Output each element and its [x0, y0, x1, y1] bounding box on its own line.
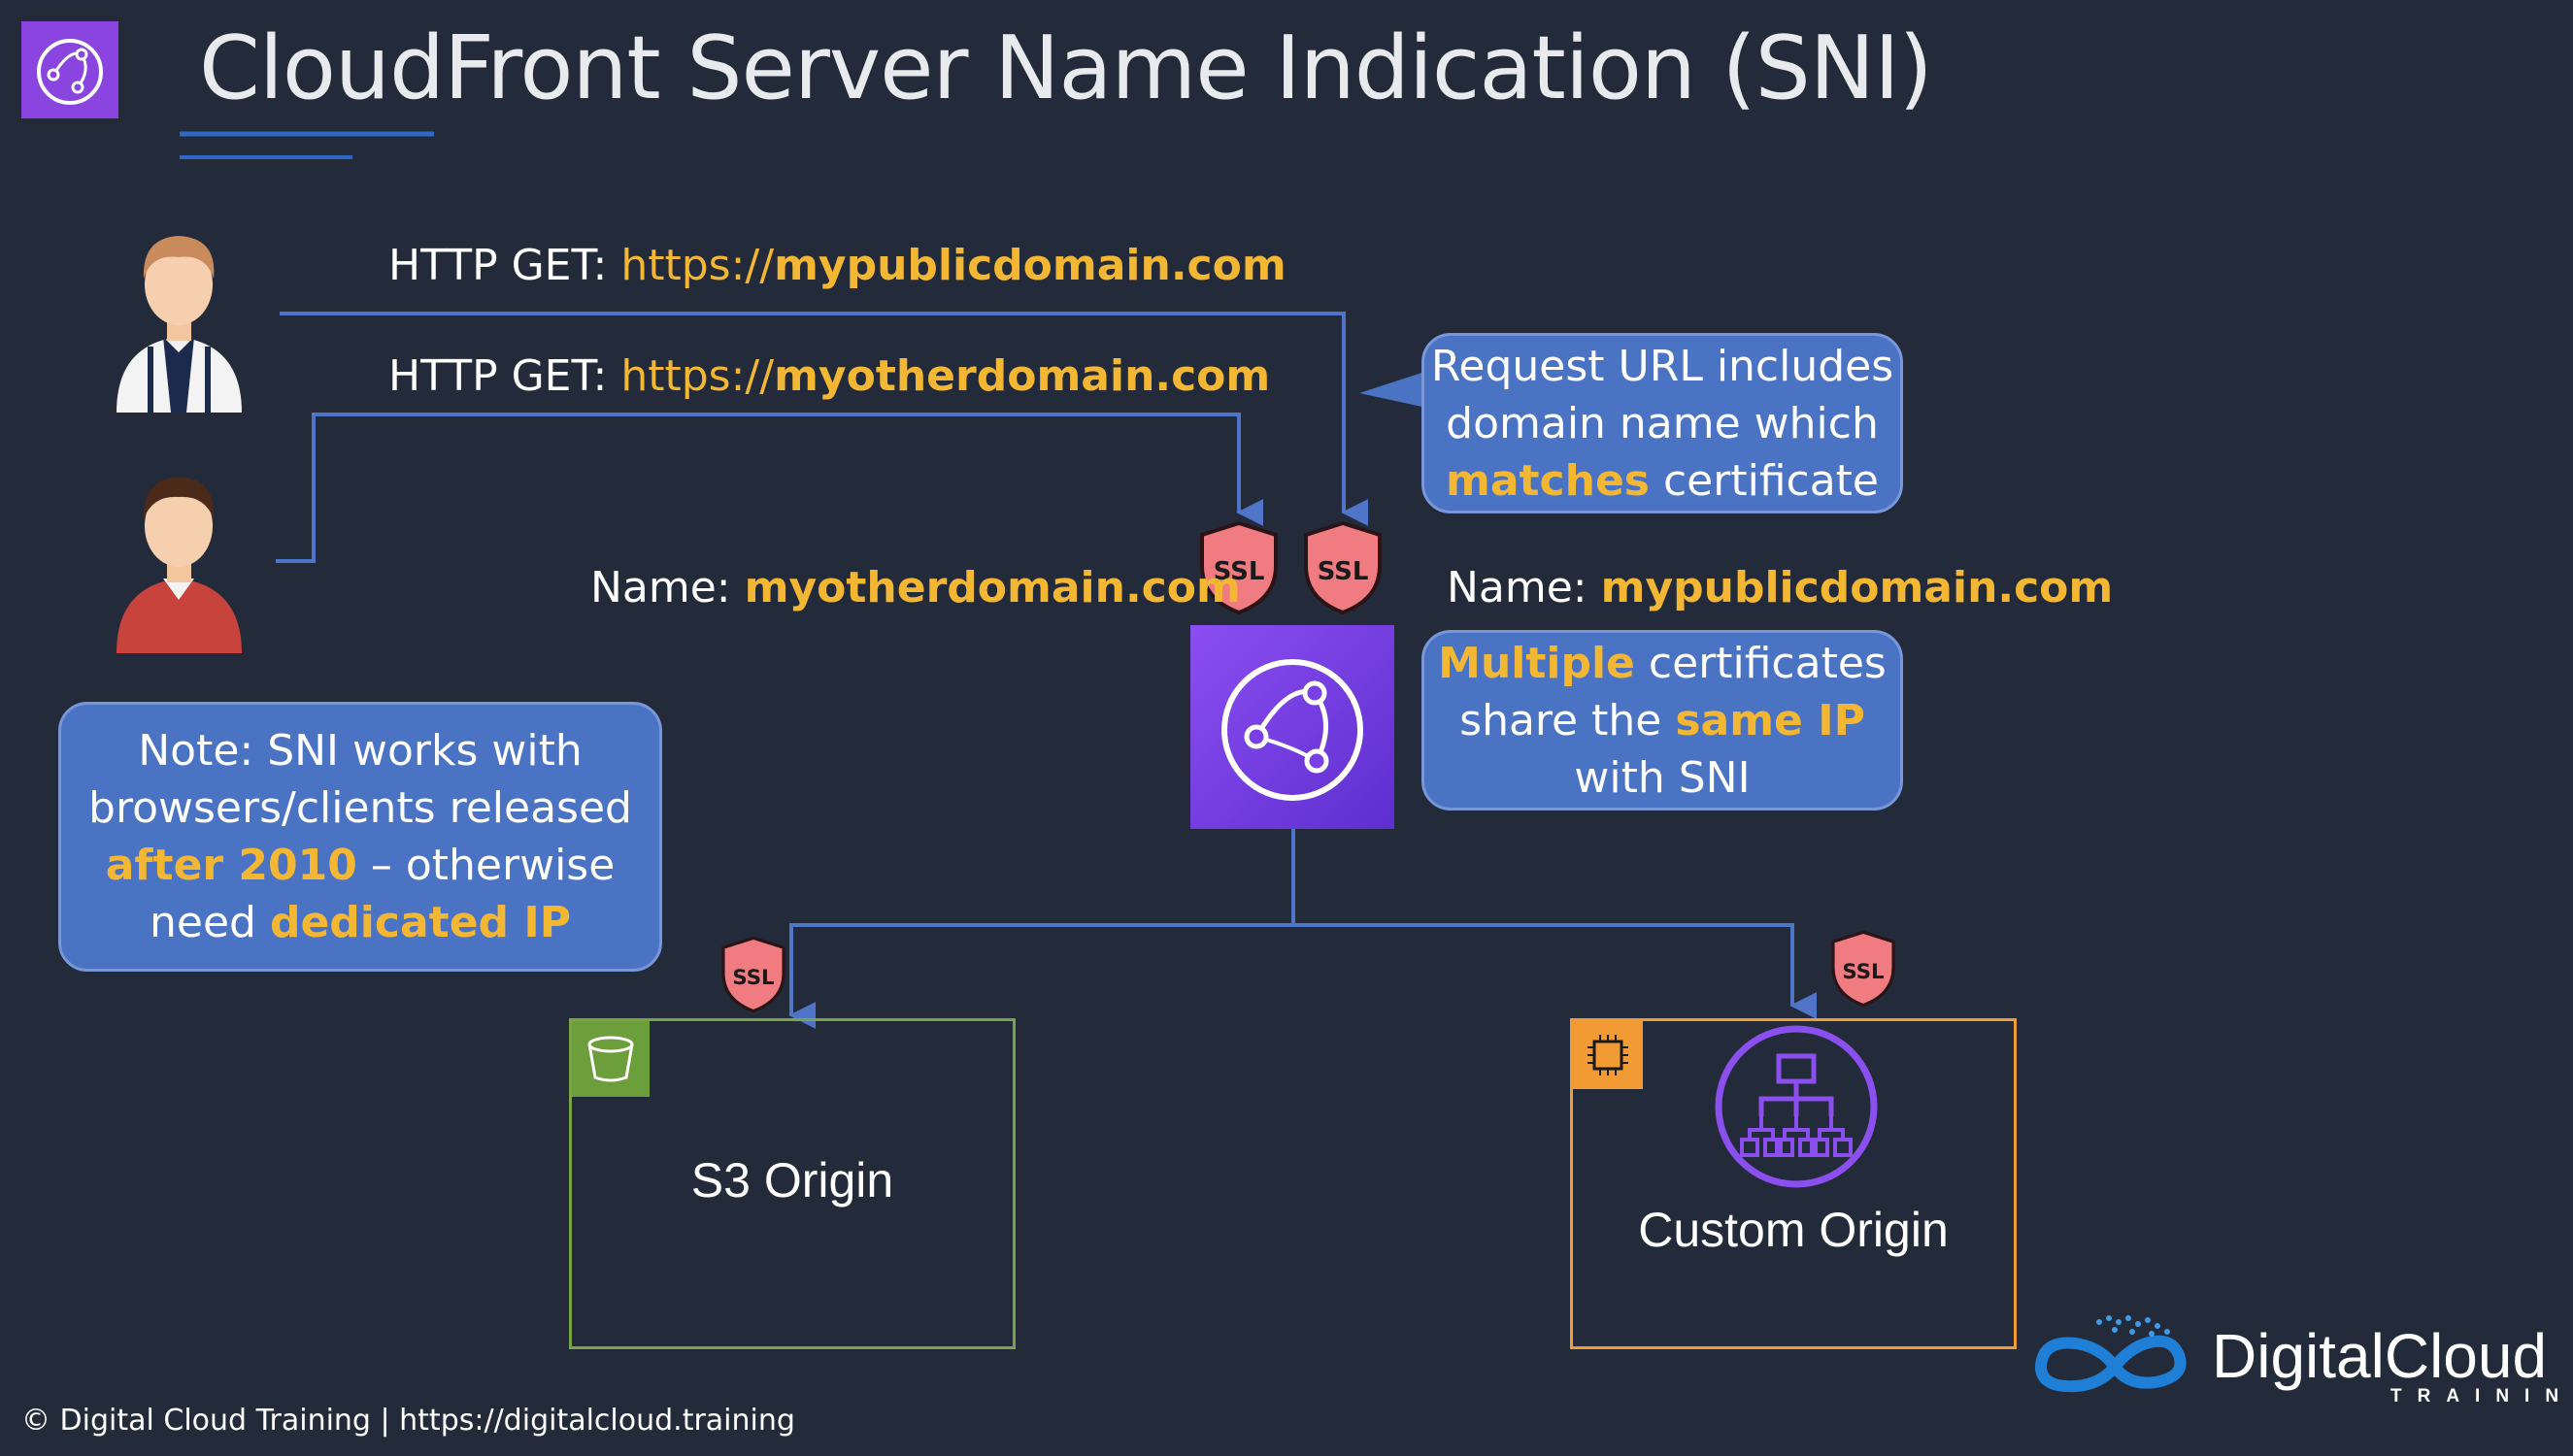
ssl-shield-icon: SSL [721, 936, 785, 1013]
digitalcloud-logo-icon [2034, 1315, 2187, 1393]
ssl-shield-icon: SSL [1831, 930, 1895, 1008]
name-label-myotherdomain: Name: myotherdomain.com [590, 563, 1241, 612]
footer-copyright: © Digital Cloud Training | https://digit… [21, 1404, 795, 1438]
user-icon [117, 236, 242, 413]
ssl-badge-text: SSL [1842, 960, 1884, 984]
request-path-mypublicdomain [280, 312, 1369, 526]
callout-request-url: Request URL includes domain name which m… [1421, 333, 1903, 513]
request-label-mypublicdomain: HTTP GET: https://mypublicdomain.com [388, 241, 1286, 290]
cloudfront-icon [37, 39, 103, 105]
digitalcloud-logo-subtitle: TRAINING [2390, 1386, 2573, 1406]
s3-origin-label: S3 Origin [690, 1153, 894, 1208]
ec2-badge [1573, 1021, 1643, 1089]
page-title: CloudFront Server Name Indication (SNI) [199, 17, 1933, 119]
s3-badge [572, 1021, 650, 1097]
request-label-myotherdomain: HTTP GET: https://myotherdomain.com [388, 351, 1271, 401]
name-label-mypublicdomain: Name: mypublicdomain.com [1447, 563, 2114, 612]
custom-origin-label: Custom Origin [1638, 1203, 1949, 1257]
ec2-chip-icon [1587, 1035, 1628, 1075]
cloudfront-distribution [1190, 625, 1394, 829]
callout-note: Note: SNI works with browsers/clients re… [58, 702, 662, 972]
cloudfront-logo [21, 21, 118, 118]
callout-multiple-certificates: Multiple certificates share the same IP … [1421, 630, 1903, 811]
cloudfront-icon [1221, 659, 1363, 801]
s3-origin-box: S3 Origin [569, 1018, 1016, 1349]
ssl-badge-text: SSL [1214, 557, 1265, 586]
origin-path-custom [1293, 923, 1818, 1019]
origin-path-s3 [788, 923, 1293, 1029]
ssl-shield-icon: SSL [1304, 520, 1382, 615]
custom-origin-box: Custom Origin [1570, 1018, 2017, 1349]
user-icon [117, 478, 242, 653]
request-path-myotherdomain [276, 413, 1264, 563]
ssl-shield-icon: SSL [1200, 520, 1278, 615]
ssl-badge-text: SSL [732, 966, 774, 990]
digitalcloud-logo-name: DigitalCloud [2212, 1321, 2548, 1391]
load-balancer-icon [1715, 1025, 1878, 1188]
ssl-badge-text: SSL [1318, 557, 1369, 586]
s3-bucket-icon [587, 1036, 634, 1082]
